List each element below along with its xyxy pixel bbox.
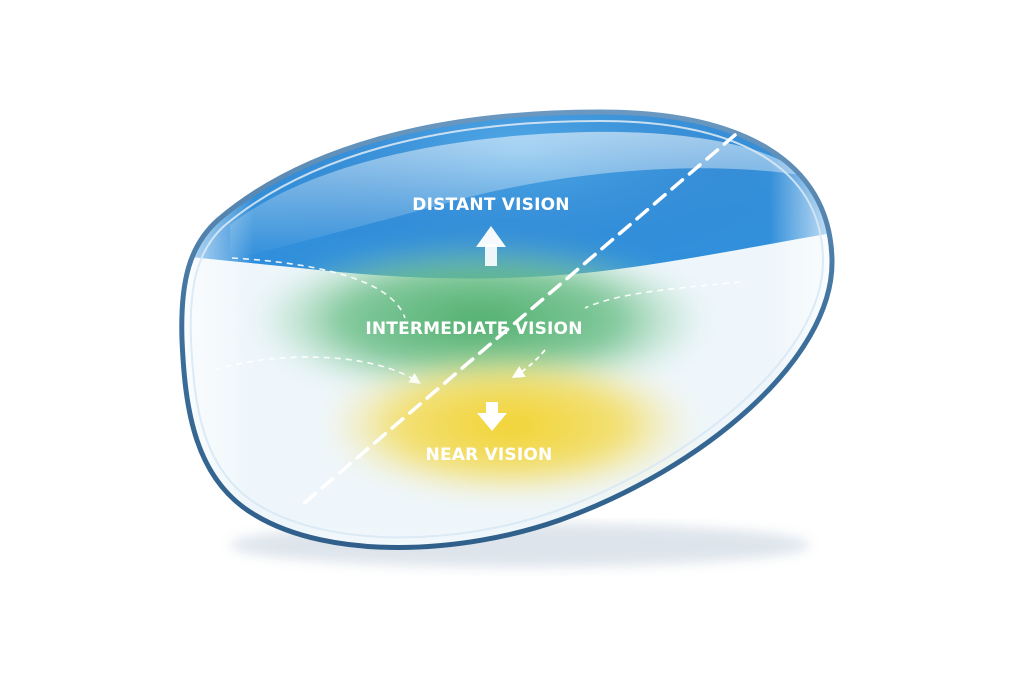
diagonal-dashed-line <box>300 133 737 507</box>
right-boundary-dashed <box>584 281 741 309</box>
near-vision-label: NEAR VISION <box>426 445 553 465</box>
near-boundary-left-dashed <box>214 356 421 384</box>
distant-vision-label: DISTANT VISION <box>412 195 569 215</box>
corridor-arrow-right <box>511 349 546 378</box>
intermediate-vision-label: INTERMEDIATE VISION <box>365 319 582 339</box>
up-arrow-icon <box>476 226 506 266</box>
lens-rim <box>179 109 835 550</box>
down-arrow-icon <box>477 402 507 431</box>
distant-boundary-left-dashed <box>231 257 406 319</box>
